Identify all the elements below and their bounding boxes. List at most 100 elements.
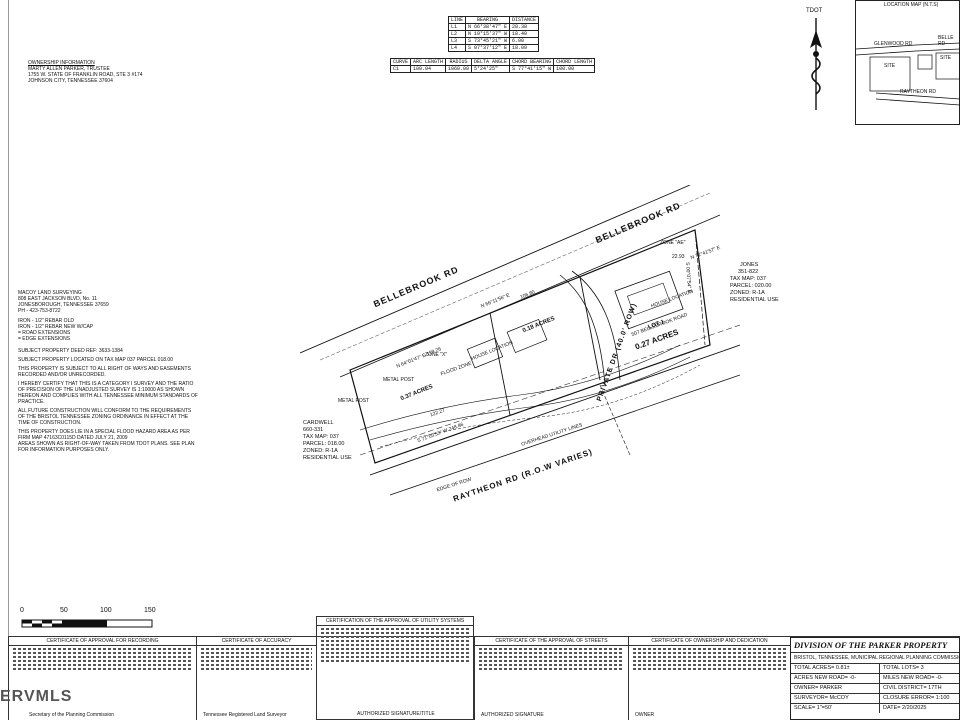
surveyor-info: MACOY LAND SURVEYING 808 EAST JACKSON BL… bbox=[18, 290, 138, 314]
scale-bar: 0 50 100 150 bbox=[20, 607, 160, 630]
legend-line: = ROAD EXTENSIONS bbox=[18, 330, 71, 336]
curve-table-header: CHORD LENGTH bbox=[553, 58, 596, 66]
cardwell-line: ZONED: R-1A bbox=[303, 448, 338, 454]
cert-ownership-footer: OWNER bbox=[635, 712, 655, 718]
jones-line: 351-822 bbox=[738, 269, 759, 275]
ownership-line: 1755 W. STATE OF FRANKLIN ROAD, STE 3 #1… bbox=[28, 72, 143, 78]
location-road-3: RAYTHEON RD bbox=[900, 89, 937, 95]
metal-post-a: METAL POST bbox=[383, 377, 415, 383]
curve-table-header: CHORD BEARING bbox=[509, 58, 555, 66]
note-line: THIS PROPERTY IS SUBJECT TO ALL RIGHT OF… bbox=[18, 366, 191, 378]
cert-recording: CERTIFICATE OF APPROVAL FOR RECORDING Se… bbox=[8, 637, 196, 720]
scale-tick: 50 bbox=[60, 607, 68, 614]
scale-bar-graphic bbox=[21, 619, 153, 628]
north-arrow-icon bbox=[810, 18, 822, 110]
note-line: THIS PROPERTY DOES LIE IN A SPECIAL FLOO… bbox=[18, 429, 190, 441]
title-block-subtitle: BRISTOL, TENNESSEE, MUNICIPAL REGIONAL P… bbox=[791, 653, 960, 664]
zone-ae-label: ZONE "AE" bbox=[660, 240, 686, 246]
title-block: DIVISION OF THE PARKER PROPERTY BRISTOL,… bbox=[790, 637, 960, 720]
location-map: LOCATION MAP (N.T.S) GLENWOOD RD BELLE R… bbox=[855, 0, 960, 125]
cert-streets-footer: AUTHORIZED SIGNATURE bbox=[481, 712, 544, 718]
title-row: ACRES NEW ROAD= -0-MILES NEW ROAD= -0- bbox=[791, 674, 959, 684]
location-site-2: SITE bbox=[940, 55, 952, 61]
scale-tick: 0 bbox=[20, 607, 24, 614]
cardwell-line: TAX MAP: 037 bbox=[303, 434, 339, 440]
ownership-line: JOHNSON CITY, TENNESSEE 37604 bbox=[28, 78, 113, 84]
jones-parcel: JONES 351-822 TAX MAP: 037 PARCEL: 020.0… bbox=[730, 262, 790, 304]
cert-accuracy-title: CERTIFICATE OF ACCURACY bbox=[197, 637, 316, 646]
legend-line: = EDGE EXTENSIONS bbox=[18, 336, 71, 342]
cert-utility-title: CERTIFICATION OF THE APPROVAL OF UTILITY… bbox=[317, 617, 473, 626]
note-line: ALL FUTURE CONSTRUCTION WILL CONFORM TO … bbox=[18, 408, 192, 426]
north-label: TDOT bbox=[806, 8, 823, 14]
plat-drawing bbox=[300, 185, 740, 496]
zone-x-label: ZONE "X" bbox=[425, 352, 448, 358]
scale-tick: 100 bbox=[100, 607, 112, 614]
surveyor-line: JONESBOROUGH, TENNESSEE 37659 bbox=[18, 302, 109, 308]
note-line: SUBJECT PROPERTY LOCATED ON TAX MAP 037 … bbox=[18, 357, 173, 363]
dist-b: 22.93 bbox=[672, 254, 685, 260]
cardwell-line: RESIDENTIAL USE bbox=[303, 455, 352, 461]
location-road-1: GLENWOOD RD bbox=[874, 41, 913, 47]
location-map-drawing bbox=[856, 42, 960, 106]
jones-line: JONES bbox=[740, 262, 759, 268]
title-row: SCALE= 1"=50'DATE= 2/20/2025 bbox=[791, 704, 959, 713]
legend: IRON - 1/2" REBAR OLD IRON - 1/2" REBAR … bbox=[18, 318, 138, 342]
cert-recording-footer: Secretary of the Planning Commission bbox=[29, 712, 115, 718]
note-line: SUBJECT PROPERTY DEED REF: 3633-1384 bbox=[18, 348, 123, 354]
curve-table-header: DELTA ANGLE bbox=[471, 58, 511, 66]
cert-utility-footer: AUTHORIZED SIGNATURE/TITLE bbox=[357, 711, 435, 717]
jones-line: TAX MAP: 037 bbox=[730, 276, 766, 282]
cert-accuracy-footer: Tennessee Registered Land Surveyor bbox=[203, 712, 287, 718]
cert-streets: CERTIFICATE OF THE APPROVAL OF STREETS A… bbox=[474, 637, 628, 720]
ownership-info: OWNERSHIP INFORMATION MARTY ALLEN PARKER… bbox=[28, 60, 158, 84]
location-site-1: SITE bbox=[884, 63, 896, 69]
note-line: AREAS SHOWN AS RIGHT-OF-WAY TAKEN FROM T… bbox=[18, 441, 195, 453]
sheet-border bbox=[8, 0, 9, 720]
jones-line: ZONED: R-1A bbox=[730, 290, 765, 296]
metal-post-b: METAL POST bbox=[338, 398, 370, 404]
cardwell-line: 660-331 bbox=[303, 427, 324, 433]
north-arrow: TDOT bbox=[798, 8, 838, 110]
notes: SUBJECT PROPERTY DEED REF: 3633-1384 SUB… bbox=[18, 348, 198, 453]
cert-ownership: CERTIFICATE OF OWNERSHIP AND DEDICATION … bbox=[628, 637, 790, 720]
cardwell-line: PARCEL: 018.00 bbox=[303, 441, 345, 447]
cardwell-parcel: CARDWELL 660-331 TAX MAP: 037 PARCEL: 01… bbox=[303, 420, 363, 462]
location-map-title: LOCATION MAP (N.T.S) bbox=[884, 2, 939, 8]
watermark-logo: ERVMLS bbox=[0, 688, 73, 705]
title-row: TOTAL ACRES= 0.81±TOTAL LOTS= 3 bbox=[791, 664, 959, 674]
curve-table-header: RADIUS bbox=[445, 58, 473, 66]
note-line: I HEREBY CERTIFY THAT THIS IS A CATEGORY… bbox=[18, 381, 198, 405]
title-block-title: DIVISION OF THE PARKER PROPERTY bbox=[791, 638, 959, 653]
line-table-header: BEARING bbox=[465, 16, 511, 24]
line-table-header: DISTANCE bbox=[509, 16, 540, 24]
cert-streets-title: CERTIFICATE OF THE APPROVAL OF STREETS bbox=[475, 637, 628, 646]
cardwell-line: CARDWELL bbox=[303, 420, 334, 426]
legend-line: IRON - 1/2" REBAR NEW W/CAP bbox=[18, 324, 94, 330]
surveyor-line: MACOY LAND SURVEYING bbox=[18, 290, 82, 296]
location-road-2: BELLE RD bbox=[938, 35, 954, 47]
curve-table-header: ARC LENGTH bbox=[410, 58, 447, 66]
ownership-title: OWNERSHIP INFORMATION bbox=[28, 60, 95, 66]
certificate-strip bbox=[8, 636, 960, 637]
legend-line: IRON - 1/2" REBAR OLD bbox=[18, 318, 74, 324]
surveyor-line: PH - 423-753-8722 bbox=[18, 308, 61, 314]
surveyor-line: 808 EAST JACKSON BLVD, No. 11 bbox=[18, 296, 97, 302]
curve-table-header: CURVE bbox=[389, 58, 412, 66]
cert-recording-title: CERTIFICATE OF APPROVAL FOR RECORDING bbox=[9, 637, 196, 646]
cert-ownership-title: CERTIFICATE OF OWNERSHIP AND DEDICATION bbox=[629, 637, 790, 646]
curve-table: CURVE ARC LENGTH RADIUS DELTA ANGLE CHOR… bbox=[389, 58, 596, 73]
scale-tick: 150 bbox=[144, 607, 156, 614]
jones-line: PARCEL: 020.00 bbox=[730, 283, 772, 289]
jones-line: RESIDENTIAL USE bbox=[730, 297, 779, 303]
ownership-line: MARTY ALLEN PARKER, TRUSTEE bbox=[28, 66, 110, 72]
line-table-header: LINE bbox=[447, 16, 467, 24]
